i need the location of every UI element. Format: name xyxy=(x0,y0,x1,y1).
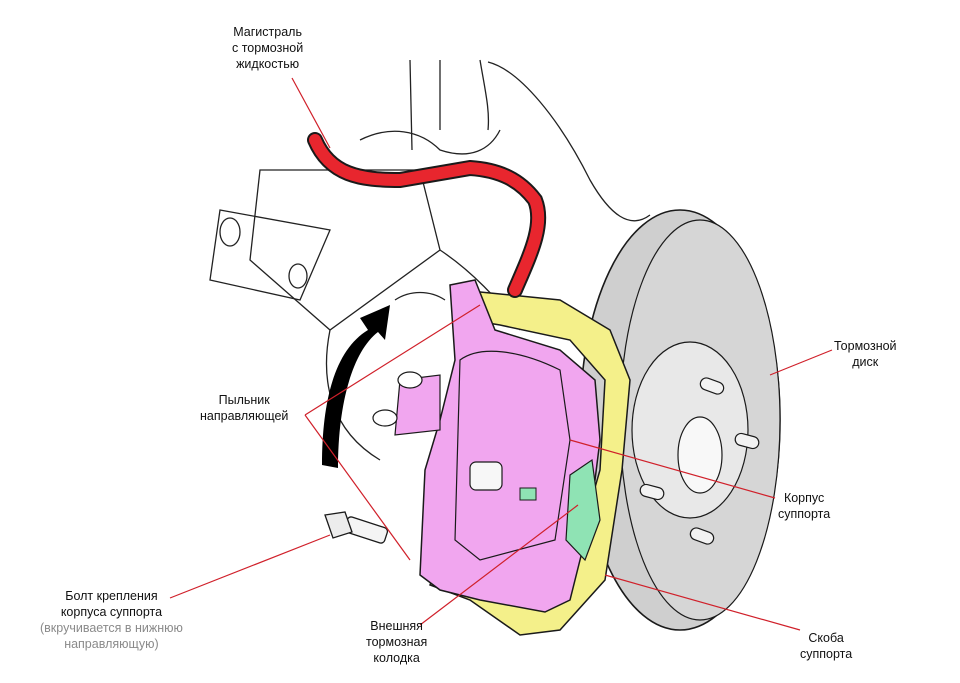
leader-mount-bolt xyxy=(169,534,331,599)
label-brake-line: Магистраль с тормозной жидкостью xyxy=(232,25,304,71)
label-brake-disc: Тормозной диск xyxy=(834,339,897,369)
leader-outer-pad xyxy=(419,504,579,626)
label-caliper-housing: Корпус суппорта xyxy=(778,491,831,521)
outer-brake-pad xyxy=(565,458,601,562)
label-outer-pad: Внешняя тормозная колодка xyxy=(366,619,428,665)
leader-brake-line xyxy=(291,77,331,149)
brake-fluid-line xyxy=(307,132,547,298)
rotation-arrow xyxy=(322,305,390,468)
leader-brake-disc xyxy=(769,349,833,376)
caliper-housing xyxy=(419,279,601,613)
label-mount-bolt: Болт крепления корпуса суппорта (вкручив… xyxy=(40,589,183,651)
wheel-studs xyxy=(639,377,760,545)
leader-guide-boot-2 xyxy=(304,414,411,561)
pad-clip xyxy=(519,487,537,501)
leader-caliper-bracket xyxy=(604,574,801,631)
label-caliper-bracket: Скоба суппорта xyxy=(800,631,853,661)
label-guide-boot: Пыльник направляющей xyxy=(200,393,289,423)
mounting-bolt xyxy=(324,511,389,544)
caliper-details xyxy=(372,350,571,561)
leader-caliper-housing xyxy=(569,439,776,499)
leader-guide-boot-1 xyxy=(304,304,481,416)
leader-lines xyxy=(169,77,833,631)
